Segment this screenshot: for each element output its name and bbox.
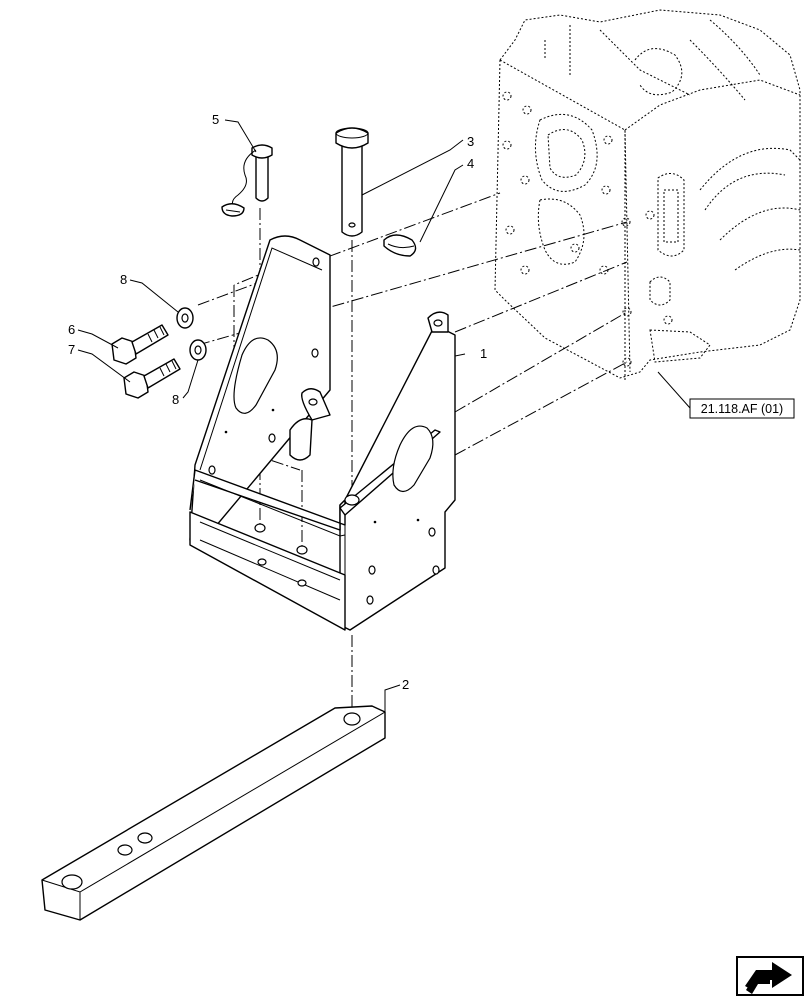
bolt-part-7 bbox=[123, 358, 181, 399]
callout-6: 6 bbox=[68, 322, 75, 337]
callout-7: 7 bbox=[68, 342, 75, 357]
callout-5: 5 bbox=[212, 112, 219, 127]
callout-2: 2 bbox=[402, 677, 409, 692]
page-navigation-arrow-icon[interactable] bbox=[736, 956, 804, 996]
washer-part-8-upper bbox=[176, 307, 194, 329]
callout-labels: 1 2 3 4 5 6 7 8 8 bbox=[68, 112, 487, 692]
washer-part-8-lower bbox=[189, 339, 207, 361]
hitch-bracket-part-1 bbox=[189, 235, 456, 631]
callout-8-upper: 8 bbox=[120, 272, 127, 287]
bolt-part-6 bbox=[111, 324, 169, 365]
callout-3: 3 bbox=[467, 134, 474, 149]
reference-box-label[interactable]: 21.118.AF (01) bbox=[701, 402, 783, 416]
pin-part-3 bbox=[335, 127, 369, 237]
callout-8-lower: 8 bbox=[172, 392, 179, 407]
transmission-housing-phantom bbox=[494, 9, 801, 380]
callout-4: 4 bbox=[467, 156, 474, 171]
clip-part-4 bbox=[383, 234, 417, 257]
reference-box[interactable]: 21.118.AF (01) bbox=[689, 398, 795, 419]
callout-1: 1 bbox=[480, 346, 487, 361]
drawbar-part-2 bbox=[41, 705, 386, 921]
leader-lines bbox=[77, 119, 691, 712]
chain-pin-part-5 bbox=[221, 144, 273, 217]
